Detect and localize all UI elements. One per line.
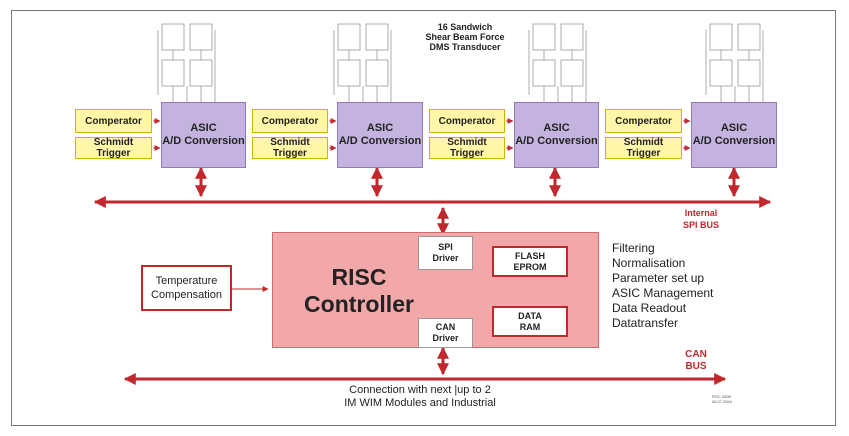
internal-bus-line2: SPI BUS — [682, 220, 719, 230]
transducer-group-1 — [157, 23, 216, 102]
transducer-group-4 — [705, 23, 764, 102]
schmidt-trigger-2: Schmidt Trigger — [252, 137, 328, 159]
temperature-line2: Compensation — [151, 289, 222, 301]
footnote-line2: 06.07.2004 — [712, 399, 733, 404]
asic-3-line2: A/D Conversion — [515, 135, 598, 147]
comparator-2: Comperator — [252, 109, 328, 133]
controller-functions-list: Filtering Normalisation Parameter set up… — [612, 241, 713, 331]
transducer-group-3 — [528, 23, 587, 102]
can-bus-line1: CAN — [685, 349, 707, 360]
schmidt-trigger-1: Schmidt Trigger — [75, 137, 152, 159]
asic-4: ASIC A/D Conversion — [691, 102, 777, 168]
risc-title-line2: Controller — [304, 291, 414, 317]
function-item: Parameter set up — [612, 271, 705, 285]
spi-driver-line2: Driver — [432, 253, 459, 263]
transducer-label: 16 Sandwich Shear Beam Force DMS Transdu… — [400, 22, 530, 52]
transducer-group-2 — [333, 23, 392, 102]
function-item: Datatransfer — [612, 316, 679, 330]
spi-driver: SPI Driver — [418, 236, 473, 270]
can-bus-line2: BUS — [685, 361, 707, 372]
temperature-line1: Temperature — [155, 275, 218, 287]
asic-1: ASIC A/D Conversion — [161, 102, 246, 168]
can-bus-label: CAN BUS — [676, 349, 716, 373]
flash-line2: EPROM — [513, 261, 547, 272]
risc-title: RISC Controller — [295, 264, 423, 318]
can-driver-line2: Driver — [432, 333, 459, 343]
can-driver-line1: CAN — [435, 322, 456, 332]
connection-line2: IM WIM Modules and Industrial — [344, 397, 496, 409]
asic-1-line1: ASIC — [190, 122, 217, 134]
asic-2-line1: ASIC — [366, 122, 394, 134]
spi-driver-line1: SPI — [438, 242, 453, 252]
function-item: Filtering — [612, 241, 655, 255]
temperature-compensation: Temperature Compensation — [141, 265, 232, 311]
asic-3: ASIC A/D Conversion — [514, 102, 599, 168]
comparator-3: Comperator — [429, 109, 505, 133]
comparator-arrows — [153, 118, 691, 151]
comparator-4: Comperator — [605, 109, 682, 133]
footnote: ROC 0806 06.07.2004 — [712, 394, 732, 404]
asic-2-line2: A/D Conversion — [338, 135, 422, 147]
data-ram-line2: RAM — [519, 321, 541, 332]
connection-line1: Connection with next |up to 2 — [349, 384, 491, 396]
transducer-sketches — [157, 23, 764, 102]
internal-spi-bus-label: Internal SPI BUS — [666, 207, 736, 231]
function-item: ASIC Management — [612, 286, 714, 300]
internal-bus-line1: Internal — [684, 208, 718, 218]
connection-text: Connection with next |up to 2 IM WIM Mod… — [290, 384, 550, 410]
flash-line1: FLASH — [515, 250, 545, 261]
data-ram-line1: DATA — [518, 310, 542, 321]
asic-4-line2: A/D Conversion — [692, 135, 776, 147]
schmidt-trigger-3: Schmidt Trigger — [429, 137, 505, 159]
transducer-label-line1: 16 Sandwich — [437, 22, 493, 32]
risc-title-line1: RISC — [331, 264, 387, 290]
diagram-frame — [11, 10, 836, 426]
footnote-line1: ROC 0806 — [712, 394, 731, 399]
function-item: Normalisation — [612, 256, 686, 270]
data-ram: DATA RAM — [492, 306, 568, 337]
comparator-1: Comperator — [75, 109, 152, 133]
asic-3-line1: ASIC — [543, 122, 570, 134]
transducer-label-line2: Shear Beam Force — [425, 32, 505, 42]
function-item: Data Readout — [612, 301, 687, 315]
transducer-label-line3: DMS Transducer — [429, 42, 501, 52]
asic-2: ASIC A/D Conversion — [337, 102, 423, 168]
schmidt-trigger-4: Schmidt Trigger — [605, 137, 682, 159]
asic-4-line1: ASIC — [720, 122, 748, 134]
can-driver: CAN Driver — [418, 318, 473, 348]
asic-1-line2: A/D Conversion — [162, 135, 245, 147]
flash-eprom: FLASH EPROM — [492, 246, 568, 277]
